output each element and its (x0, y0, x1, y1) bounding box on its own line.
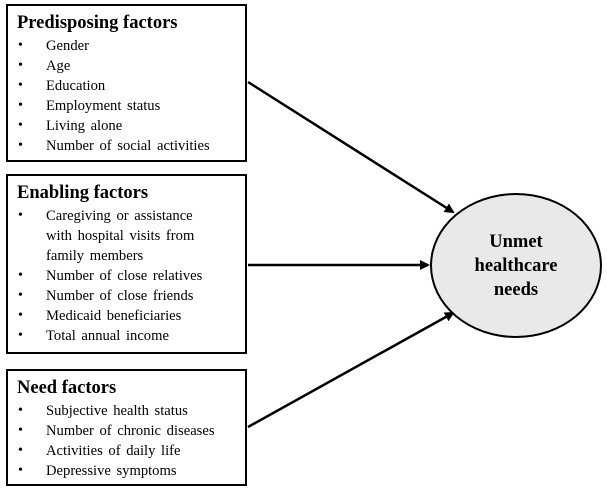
bullet-icon: • (18, 288, 23, 303)
bullet-icon: • (18, 443, 23, 458)
list-item: • Number of social activities (17, 136, 237, 156)
need-factors-title: Need factors (17, 378, 117, 398)
list-item-label: Subjective health status (46, 403, 188, 419)
arrow-need-to-outcome (247, 311, 455, 429)
list-item-label: Number of chronic diseases (46, 423, 215, 439)
bullet-icon: • (18, 118, 23, 133)
list-item-label: Caregiving or assistance with hospital v… (46, 208, 195, 264)
list-item-label: Activities of daily life (46, 443, 181, 459)
list-item: • Living alone (17, 116, 237, 136)
bullet-icon: • (18, 58, 23, 73)
list-item: • Education (17, 76, 237, 96)
list-item-label: Number of close relatives (46, 268, 203, 284)
bullet-icon: • (18, 78, 23, 93)
bullet-icon: • (18, 38, 23, 53)
list-item: • Medicaid beneficiaries (17, 306, 237, 326)
enabling-factors-list: • Caregiving or assistance with hospital … (17, 206, 237, 346)
enabling-factors-box: Enabling factors • Caregiving or assistan… (6, 174, 247, 354)
list-item-label: Gender (46, 38, 89, 54)
bullet-icon: • (18, 308, 23, 323)
bullet-icon: • (18, 423, 23, 438)
bullet-icon: • (18, 98, 23, 113)
enabling-factors-title: Enabling factors (17, 183, 149, 203)
list-item: • Employment status (17, 96, 237, 116)
outcome-label: Unmet healthcare needs (474, 231, 558, 300)
bullet-icon: • (18, 463, 23, 478)
list-item-label: Medicaid beneficiaries (46, 308, 182, 324)
list-item-label: Total annual income (46, 328, 169, 344)
list-item-label: Age (46, 58, 71, 74)
bullet-icon: • (18, 403, 23, 418)
list-item-label: Living alone (46, 118, 123, 134)
list-item: • Number of close relatives (17, 266, 237, 286)
need-factors-list: • Subjective health status • Number of chr… (17, 401, 237, 481)
list-item: • Activities of daily life (17, 441, 237, 461)
predisposing-factors-list: • Gender • Age • Education • Employment stat… (17, 36, 237, 156)
list-item-label: Employment status (46, 98, 161, 114)
bullet-icon: • (18, 208, 23, 223)
list-item: • Number of chronic diseases (17, 421, 237, 441)
list-item: • Gender (17, 36, 237, 56)
list-item: • Total annual income (17, 326, 237, 346)
list-item: • Subjective health status (17, 401, 237, 421)
bullet-icon: • (18, 268, 23, 283)
list-item-label: Number of social activities (46, 138, 210, 154)
arrow-predisposing-to-outcome (247, 80, 455, 214)
need-factors-box: Need factors • Subjective health status •… (6, 369, 247, 486)
bullet-icon: • (18, 328, 23, 343)
list-item: • Caregiving or assistance with hospital … (17, 206, 237, 266)
list-item: • Age (17, 56, 237, 76)
list-item-label: Education (46, 78, 106, 94)
list-item-label: Number of close friends (46, 288, 194, 304)
predisposing-factors-title: Predisposing factors (17, 13, 178, 33)
list-item: • Number of close friends (17, 286, 237, 306)
predisposing-factors-box: Predisposing factors • Gender • Age • Educa… (6, 4, 247, 162)
bullet-icon: • (18, 138, 23, 153)
unmet-healthcare-needs-node: Unmet healthcare needs (430, 193, 602, 338)
list-item-label: Depressive symptoms (46, 463, 177, 479)
list-item: • Depressive symptoms (17, 461, 237, 481)
